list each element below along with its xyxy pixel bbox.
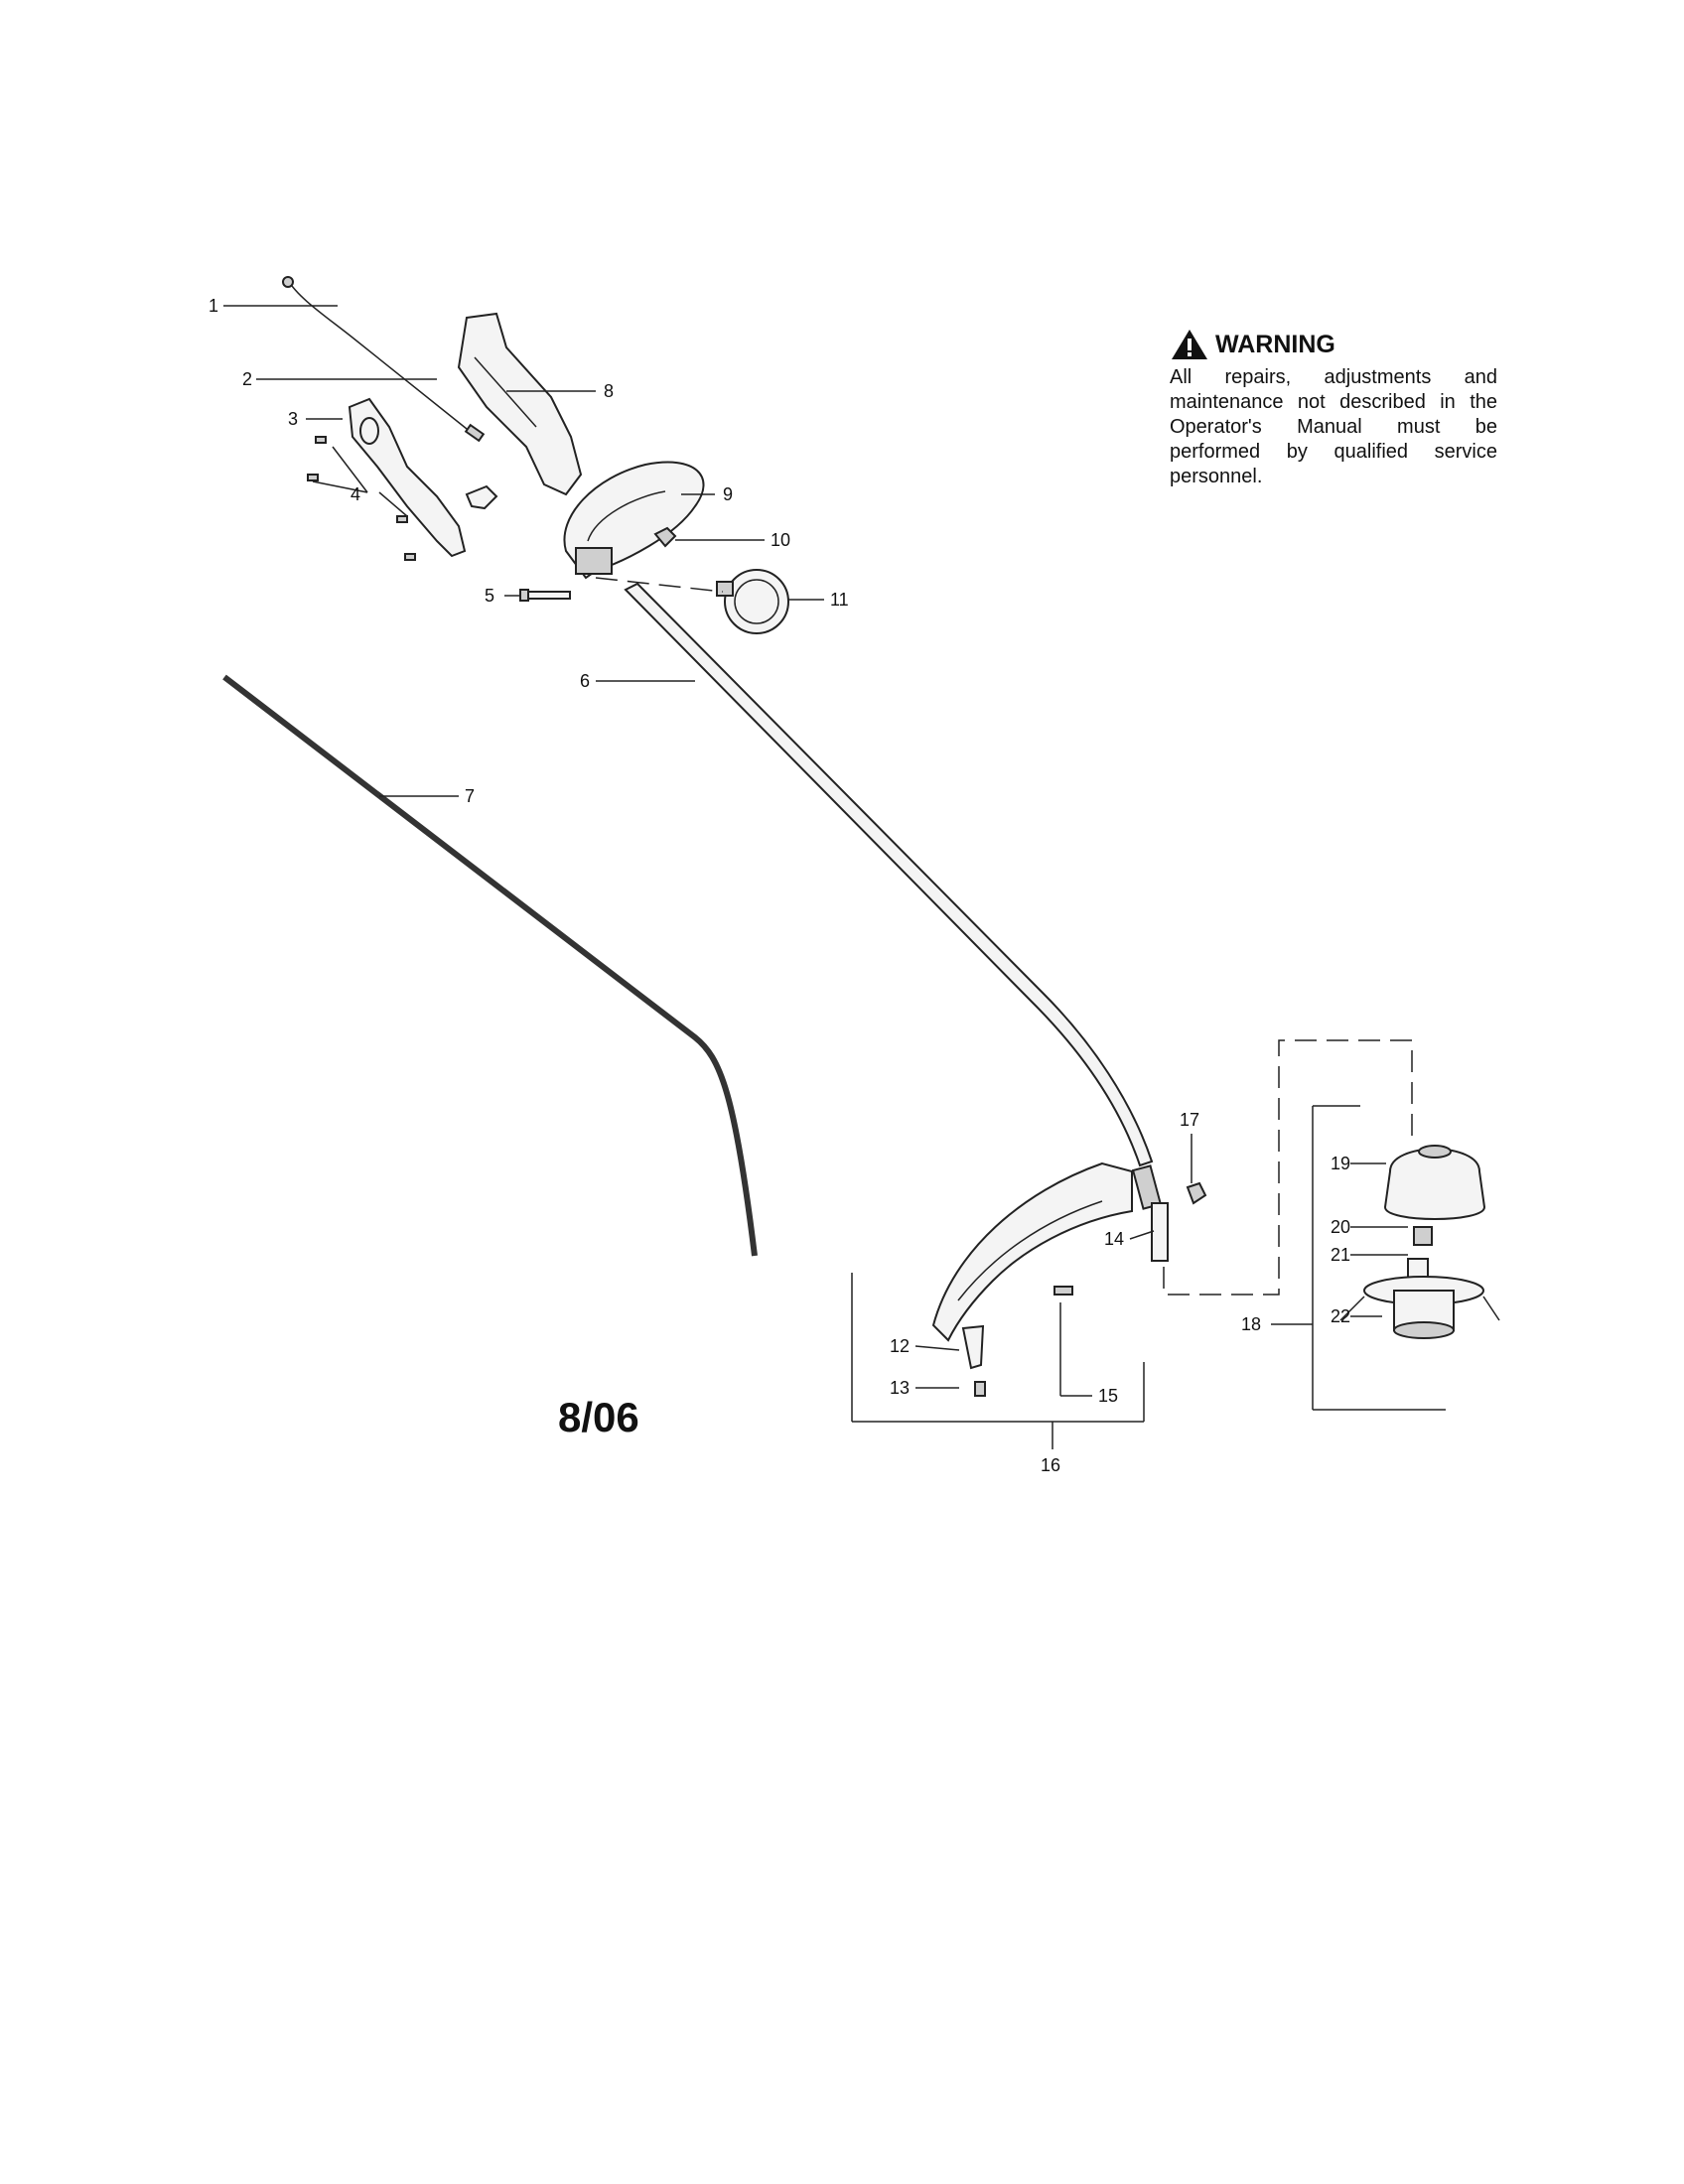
part-spring [1413,1226,1433,1246]
callout-7: 7 [465,786,475,806]
date-code: 8/06 [558,1394,639,1440]
warning-box: WARNING All repairs, adjustments and mai… [1170,328,1497,489]
part-line-cutter [961,1324,985,1370]
callout-labels: 1 2 3 4 5 6 7 8 9 10 11 12 13 14 15 16 1… [209,296,1350,1475]
part-screws [307,436,416,561]
callout-8: 8 [604,381,614,401]
callout-13: 13 [890,1378,910,1398]
part-guard [931,1161,1133,1342]
callout-20: 20 [1331,1217,1350,1237]
callout-3: 3 [288,409,298,429]
callout-2: 2 [242,369,252,389]
callout-21: 21 [1331,1245,1350,1265]
callout-9: 9 [723,484,733,504]
part-small-screw [974,1381,986,1397]
callout-18: 18 [1241,1314,1261,1334]
warning-text: All repairs, adjustments and maintenance… [1170,366,1497,487]
part-knob-assembly [716,569,789,634]
part-spool-hub [1339,1276,1500,1339]
callout-19: 19 [1331,1154,1350,1173]
warning-triangle-icon [1172,330,1207,359]
part-wing-nut [653,526,677,548]
callout-12: 12 [890,1336,910,1356]
part-throttle-cable [282,276,486,443]
callout-5: 5 [485,586,494,606]
callout-11: 11 [830,590,849,610]
part-shaft-tube [624,582,1154,1167]
part-handle-cover [348,397,467,558]
callout-1: 1 [209,296,218,316]
part-handle-housing [457,312,583,496]
callout-17: 17 [1180,1110,1199,1130]
leader-lines [223,305,1446,1449]
part-trigger [465,484,498,510]
callout-14: 14 [1104,1229,1124,1249]
callout-10: 10 [771,530,790,550]
part-loop-handle [563,461,705,580]
warning-header: WARNING [1170,328,1497,361]
callout-6: 6 [580,671,590,691]
callout-15: 15 [1098,1386,1118,1406]
callout-16: 16 [1041,1455,1060,1475]
callout-4: 4 [351,484,360,504]
part-bolt [519,589,571,602]
warning-title: WARNING [1215,330,1335,358]
part-shaft-coupler [1131,1164,1207,1262]
part-guard-screw [1053,1286,1073,1296]
part-spool-cover [1383,1145,1486,1220]
part-drive-cable [222,674,758,1257]
callout-22: 22 [1331,1306,1350,1326]
